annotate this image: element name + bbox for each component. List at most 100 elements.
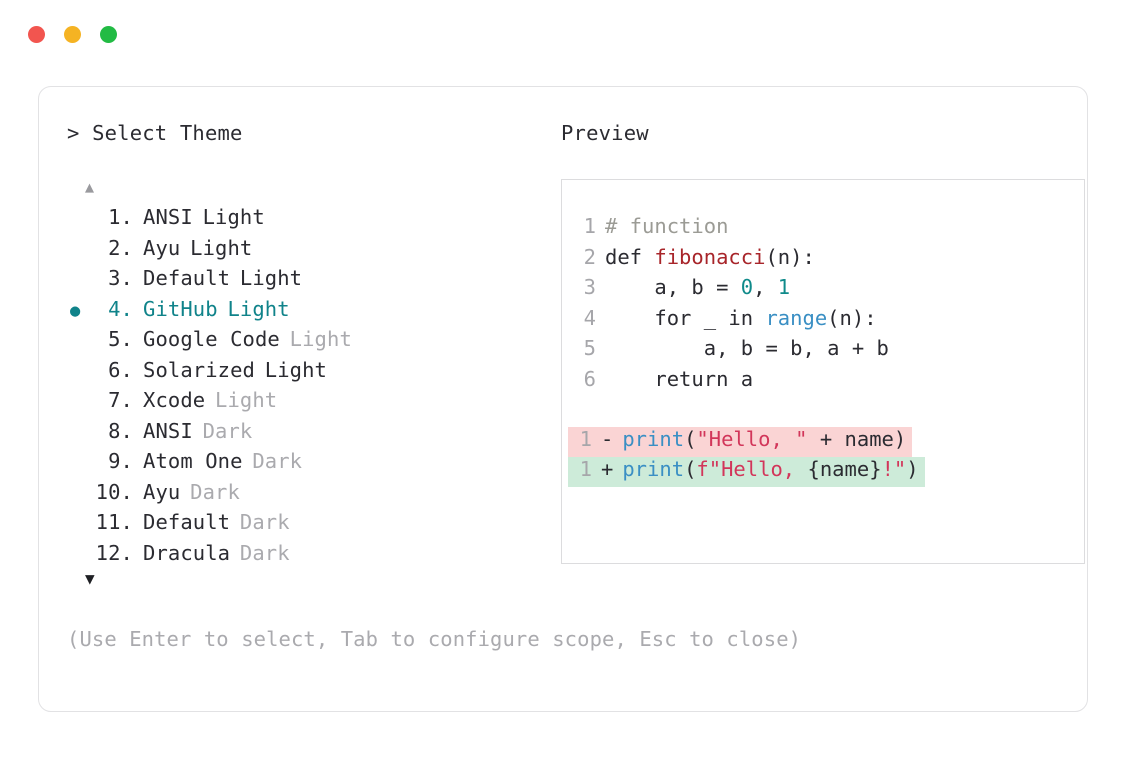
diff-sign: + (601, 457, 614, 481)
theme-list-item[interactable]: 3. Default Light (65, 266, 535, 297)
code-line: 1 # function (562, 214, 1084, 245)
theme-index: 3. (95, 266, 133, 290)
theme-list-item[interactable]: 10. Ayu Dark (65, 480, 535, 511)
selected-bullet-icon: ● (70, 300, 81, 321)
window-traffic-lights (28, 26, 117, 43)
theme-variant: Light (239, 266, 303, 290)
bullet-placeholder (65, 270, 93, 290)
theme-index: 9. (95, 449, 133, 473)
bullet-placeholder (65, 209, 93, 229)
code-token: !" (881, 457, 907, 481)
diff-line-plus: 1+print(f"Hello, {name}!") (568, 457, 925, 487)
keyboard-hint: (Use Enter to select, Tab to configure s… (67, 627, 802, 651)
bullet-placeholder (65, 484, 93, 504)
theme-name: Default (143, 510, 231, 534)
theme-index: 10. (95, 479, 133, 504)
code-token: ( (684, 457, 697, 481)
bullet-placeholder (65, 240, 93, 260)
theme-list-item[interactable]: 12. Dracula Dark (65, 541, 535, 572)
code-token: "Hello, " (696, 427, 808, 451)
code-line-number: 4 (583, 305, 596, 330)
bullet-placeholder (65, 545, 93, 565)
diff-line-minus: 1-print("Hello, " + name) (568, 427, 913, 457)
maximize-window-dot[interactable] (100, 26, 117, 43)
theme-name: Google Code (143, 327, 280, 351)
theme-index: 6. (95, 357, 133, 382)
scroll-up-icon[interactable]: ▲ (85, 178, 95, 196)
theme-index: 7. (95, 388, 133, 412)
diff-row: 1+print(f"Hello, {name}!") (568, 457, 1084, 487)
diff-body: 1-print("Hello, " + name)1+print(f"Hello… (562, 427, 1084, 487)
bullet-placeholder (65, 423, 93, 443)
code-token: # function (605, 214, 729, 238)
theme-name: Default (143, 266, 231, 290)
theme-name: GitHub (143, 296, 218, 321)
theme-list-item[interactable]: 6. Solarized Light (65, 358, 535, 389)
code-token: ) (906, 457, 919, 481)
theme-list-item[interactable]: 11. Default Dark (65, 510, 535, 541)
theme-variant: Dark (239, 510, 290, 534)
code-token: ( (684, 427, 697, 451)
theme-variant: Light (289, 327, 352, 351)
theme-index: 8. (95, 418, 133, 443)
theme-list-item[interactable]: 9. Atom One Dark (65, 449, 535, 480)
bullet-placeholder (65, 514, 93, 534)
theme-variant: Dark (252, 449, 303, 473)
header-row: > Select Theme Preview (65, 121, 1057, 157)
theme-name: Ayu (143, 479, 181, 504)
code-token: fibonacci (654, 244, 766, 269)
code-line-number: 3 (583, 275, 596, 299)
code-token: (n): (827, 305, 877, 330)
close-window-dot[interactable] (28, 26, 45, 43)
theme-name: ANSI (143, 205, 193, 229)
minimize-window-dot[interactable] (64, 26, 81, 43)
theme-name: Atom One (143, 449, 243, 473)
bullet-placeholder (65, 453, 93, 473)
diff-line-number: 1 (579, 457, 592, 481)
code-line-number: 1 (583, 214, 596, 238)
theme-index: 11. (95, 510, 133, 534)
bullet-placeholder (65, 362, 93, 382)
theme-list-item[interactable]: ● 4. GitHub Light (65, 297, 535, 328)
code-line: 3 a, b = 0, 1 (562, 275, 1084, 306)
code-token: f"Hello, (696, 457, 808, 481)
code-token: print (622, 457, 685, 481)
code-token: 1 (777, 275, 791, 299)
code-line: 5 a, b = b, a + b (562, 336, 1084, 367)
code-token: (n): (765, 244, 815, 269)
theme-name: Xcode (143, 388, 206, 412)
code-token: print (622, 427, 685, 451)
theme-variant: Dark (239, 540, 290, 565)
code-token: range (765, 305, 828, 330)
code-line-number: 2 (583, 244, 596, 269)
theme-name: Dracula (143, 540, 231, 565)
code-token: for _ in (605, 305, 766, 330)
preview-title: Preview (561, 121, 649, 145)
theme-index: 12. (95, 540, 133, 565)
theme-variant: Light (264, 357, 327, 382)
theme-name: Solarized (143, 357, 255, 382)
code-token: a, b = b, a + b (605, 336, 889, 360)
theme-variant: Dark (190, 479, 240, 504)
code-line: 4 for _ in range(n): (562, 306, 1084, 337)
diff-line-number: 1 (579, 427, 592, 451)
bullet-placeholder (65, 392, 93, 412)
code-token: , (753, 275, 778, 299)
scroll-down-icon[interactable]: ▼ (85, 569, 95, 588)
theme-variant: Light (227, 296, 290, 321)
theme-index: 4. (95, 296, 133, 321)
page-title: > Select Theme (67, 121, 243, 145)
code-token: 0 (740, 275, 754, 299)
code-token: return a (605, 366, 754, 391)
bullet-placeholder (65, 331, 93, 351)
